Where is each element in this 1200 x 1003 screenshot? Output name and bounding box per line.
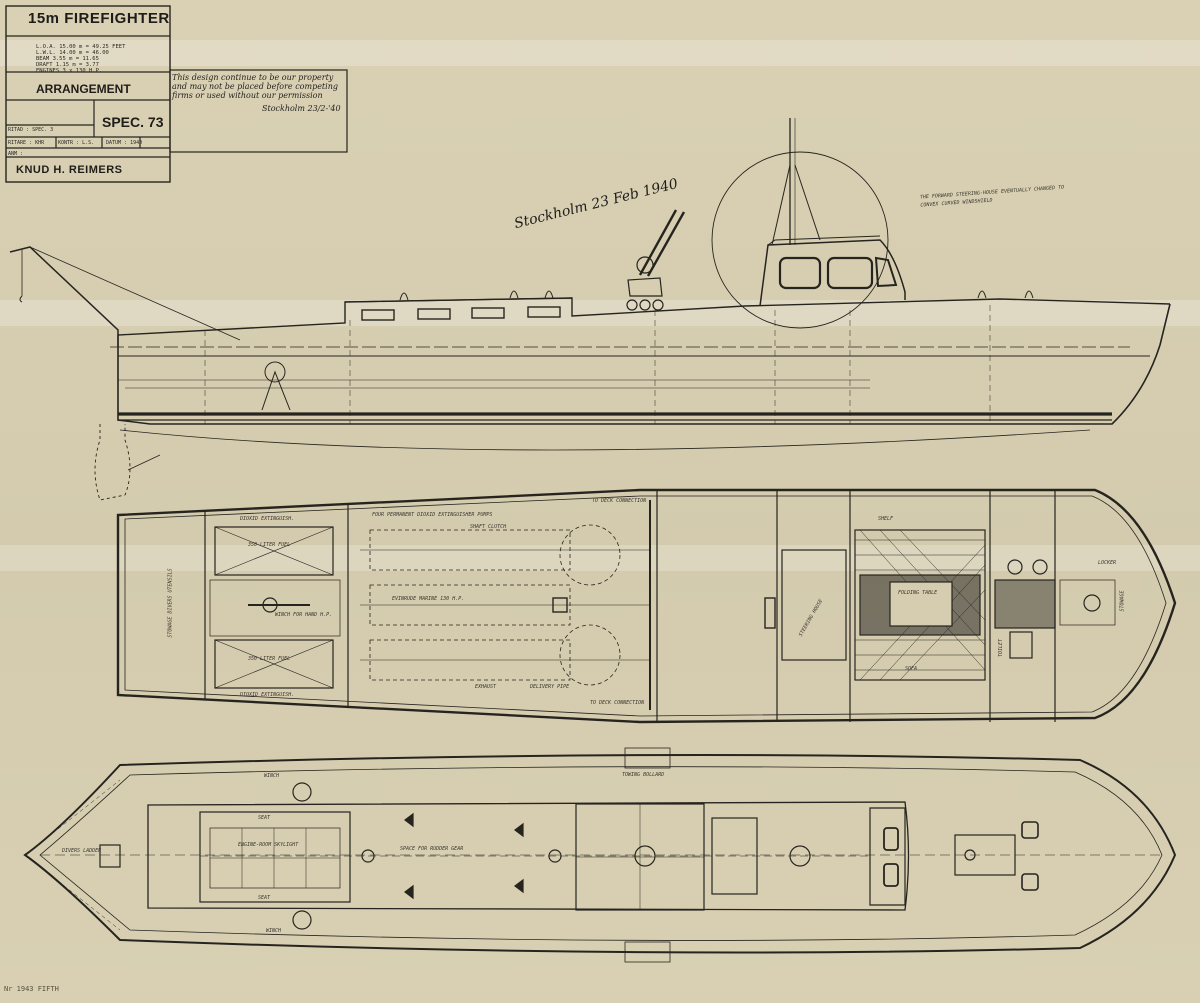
spec-lwl: L.W.L. 14.00 m = 46.00 <box>36 50 109 56</box>
ritare-field: RITARE : KHR <box>8 140 45 146</box>
label-dioxid-bottom: DIOXID EXTINGUISH. <box>240 692 295 698</box>
label-engines: EVINRUDE MARINE 130 H.P. <box>392 596 465 602</box>
label-fuel-bottom: 350 LITER FUEL <box>248 656 291 662</box>
spec-draft: DRAFT 1.15 m = 3.77 <box>36 62 99 68</box>
label-stowage: STOWAGE DIVERS UTENSILS <box>167 568 174 638</box>
drawn-row: RITAD : SPEC. 3 <box>8 127 54 133</box>
label-toilet: TOILET <box>998 638 1005 658</box>
label-winch: WINCH FOR HAND H.P. <box>275 612 333 618</box>
paper-fold-band <box>0 300 1200 326</box>
drawing-title: 15m FIREFIGHTER <box>28 10 170 27</box>
anm-field: ANM : <box>8 151 24 157</box>
spec-loa: L.O.A. 15.00 m = 49.25 FEET <box>36 44 126 50</box>
spec-engines: ENGINES 3 x 130 H.P. <box>36 68 103 74</box>
kontr-field: KONTR : L.S. <box>58 140 95 146</box>
paper-fold-band <box>0 545 1200 571</box>
label-divers-ladder: DIVERS LADDER <box>62 848 102 854</box>
label-delivery: DELIVERY PIPE <box>530 684 570 690</box>
title-block: 15m FIREFIGHTER L.O.A. 15.00 m = 49.25 F… <box>6 6 170 182</box>
note-signature: Stockholm 23/2-'40 <box>262 104 341 113</box>
label-seat-bottom: SEAT <box>258 895 271 901</box>
spec-beam: BEAM 3.55 m = 11.65 <box>36 56 99 62</box>
label-seat-top: SEAT <box>258 815 271 821</box>
drawing-type: ARRANGEMENT <box>36 82 131 96</box>
label-stowage-fwd: STOWAGE <box>1119 590 1126 612</box>
datum-field: DATUM : 1940 <box>106 140 143 146</box>
paper-fold-band <box>0 40 1200 66</box>
label-rudder-gear: SPACE FOR RUDDER GEAR <box>400 846 464 852</box>
label-winch-top: WINCH <box>264 773 280 779</box>
designer-name: KNUD H. REIMERS <box>16 164 123 176</box>
label-pumps: FOUR PERMANENT DIOXID EXTINGUISHER PUMPS <box>372 512 493 518</box>
archive-stamp: Nr 1943 FIFTH <box>4 985 59 993</box>
label-locker: LOCKER <box>1098 560 1117 566</box>
note-text: This design continue to be our property … <box>172 73 338 100</box>
label-folding-table: FOLDING TABLE <box>898 590 938 596</box>
label-winch-bottom: WINCH <box>266 928 282 934</box>
label-deck-connection: TO DECK CONNECTION <box>592 498 647 504</box>
label-towing: TOWING BOLLARD <box>622 772 665 778</box>
label-shaft: SHAFT CLUTCH <box>470 524 507 530</box>
label-engine-hatch: ENGINE-ROOM SKYLIGHT <box>238 842 299 848</box>
label-deck-connection-2: TO DECK CONNECTION <box>590 700 645 706</box>
label-dioxid-top: DIOXID EXTINGUISH. <box>240 516 295 522</box>
spec-number: SPEC. 73 <box>102 114 164 130</box>
ownership-note: This design continue to be our property … <box>172 73 346 113</box>
label-exhaust: EXHAUST <box>475 684 497 690</box>
label-sofa: SOFA <box>905 666 918 672</box>
label-fuel-top: 350 LITER FUEL <box>248 542 291 548</box>
label-shelf: SHELF <box>878 516 894 522</box>
